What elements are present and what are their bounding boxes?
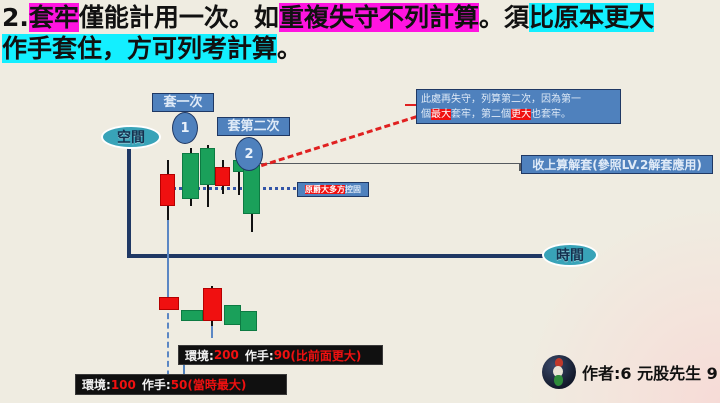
info-upper-trader-value: 90: [273, 348, 291, 362]
callout-line-1: 此處再失守，列算第二次，因為第一: [421, 92, 616, 107]
author-label: 作者:6 元股先生 9: [582, 364, 718, 383]
info-lower-trader-label: 作手:: [141, 378, 171, 392]
callout-box-second-trap[interactable]: 此處再失守，列算第二次，因為第一 個最大套牢，第二個更大也套牢。: [416, 89, 621, 124]
guide-line-dashed-lower: [167, 294, 169, 386]
callout-text-a: 此處再失守，列算第二次，因為第一: [421, 94, 581, 105]
headline-highlight-bigger: 比原本更大: [528, 3, 654, 32]
info-upper-trader-label: 作手:: [244, 348, 274, 363]
callout-highlight-max: 最大: [431, 109, 451, 120]
info-lower-env-label: 環境:: [82, 378, 111, 392]
candle-body-bullish: [224, 305, 241, 325]
lower-box-connector: [211, 318, 213, 338]
callout-text-d: 也套牢。: [531, 109, 571, 120]
author-credit: 作者:6 元股先生 9: [542, 355, 718, 389]
callout-text-b: 個: [421, 109, 431, 120]
page-title: 2.套牢僅能計用一次。如重複失守不列計算。須比原本更大 作手套住，方可列考計算。: [0, 2, 720, 64]
candle-wick: [238, 155, 240, 195]
marker-two[interactable]: 2: [235, 137, 263, 171]
headline-highlight-taolao: 套牢: [28, 3, 79, 32]
axis-label-space: 空間: [101, 125, 161, 149]
axis-label-time: 時間: [542, 243, 598, 267]
guide-line-vertical: [167, 166, 169, 294]
headline-tail: 。: [277, 34, 303, 63]
lower-box-connector-2: [183, 362, 185, 374]
info-box-lower: 環境:100 作手:50(當時最大): [75, 374, 287, 395]
support-dotted-line-right: [252, 187, 302, 190]
headline-line-1: 2.套牢僅能計用一次。如重複失守不列計算。須比原本更大: [0, 2, 720, 33]
headline-highlight-trader: 作手套住，方可列考計算: [2, 34, 278, 63]
info-box-upper: 環境:200 作手:90(比前面更大): [178, 345, 383, 365]
right-note-connector-stub: [519, 163, 521, 171]
headline-mid-1: 僅能計用一次。如: [78, 3, 279, 32]
candle-body-bullish: [182, 153, 199, 199]
headline-prefix: 2.: [2, 3, 29, 32]
callout-connector: [405, 104, 417, 106]
resistance-line: [248, 163, 534, 164]
info-lower-note: (當時最大): [187, 378, 247, 392]
candle-body-bullish: [243, 165, 260, 214]
x-axis-line: [127, 254, 552, 258]
note-small-highlight: 原爵大多方: [305, 185, 345, 194]
tag-first-trap[interactable]: 套一次: [152, 93, 214, 112]
callout-line-2: 個最大套牢，第二個更大也套牢。: [421, 107, 616, 122]
candle-body-bearish: [160, 174, 175, 206]
info-upper-env-value: 200: [213, 348, 239, 362]
avatar: [542, 355, 576, 389]
callout-text-c: 套牢，第二個: [451, 109, 511, 120]
callout-highlight-bigger: 更大: [511, 109, 531, 120]
candle-body-bearish: [159, 297, 179, 310]
candle-body-bullish: [181, 310, 203, 321]
info-upper-note: (比前面更大): [290, 348, 362, 363]
note-small-control[interactable]: 原爵大多方控固: [297, 182, 369, 197]
headline-line-2: 作手套住，方可列考計算。: [0, 33, 720, 64]
info-upper-env-label: 環境:: [185, 348, 214, 363]
headline-highlight-repeat: 重複失守不列計算: [278, 3, 479, 32]
note-small-rest: 控固: [345, 185, 361, 194]
tag-second-trap[interactable]: 套第二次: [217, 117, 290, 136]
note-resolve-trap[interactable]: 收上算解套(參照LV.2解套應用): [521, 155, 713, 174]
y-axis-line: [127, 148, 131, 258]
candle-body-bearish: [215, 167, 230, 186]
marker-one[interactable]: 1: [172, 112, 198, 144]
candle-body-bullish: [240, 311, 257, 331]
candle-body-bearish: [203, 288, 222, 321]
headline-mid-2: 。須: [478, 3, 529, 32]
candle-body-bullish: [200, 148, 215, 185]
info-lower-env-value: 100: [110, 377, 136, 392]
right-note-connector: [500, 163, 520, 164]
info-lower-trader-value: 50: [170, 377, 188, 392]
